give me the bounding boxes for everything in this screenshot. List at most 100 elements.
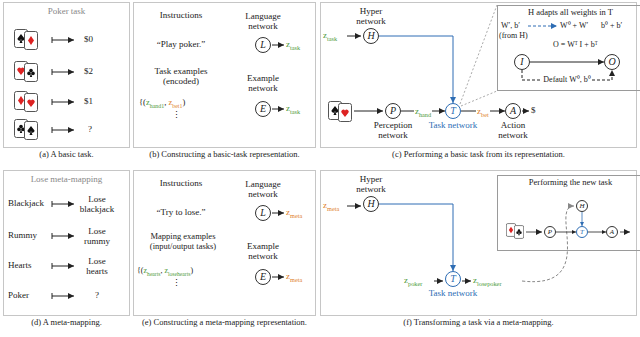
connector (588, 232, 606, 233)
feedback-arrow (522, 206, 574, 282)
mapsto-arrow (52, 127, 74, 133)
text-label: Lose meta-mapping (3, 174, 130, 184)
network-letter: E (256, 102, 270, 116)
text-label: {(zhearts, zlosehearts) (137, 266, 193, 275)
text-label: O = Wᵀ I + bᵀ (553, 40, 598, 49)
text-label: Poker task (3, 6, 130, 16)
connector (556, 232, 576, 233)
network-node: TTask network (445, 103, 461, 119)
input-arrow (347, 206, 361, 207)
mapsto-arrow (52, 69, 74, 75)
text-label: Poker (8, 290, 29, 300)
network-node: T (576, 226, 588, 238)
playing-card (25, 94, 38, 112)
panel-caption: (e) Constructing a meta-mapping represen… (142, 318, 307, 328)
network-name: Hyper network (346, 7, 396, 27)
output-arrow (272, 277, 284, 278)
network-letter: P (545, 227, 555, 237)
inset-box: Performing the new taskHPTA (497, 175, 640, 251)
mapsto-arrow (52, 99, 74, 105)
text-label: $0 (84, 34, 93, 44)
network-letter: T (446, 272, 460, 286)
text-label: (from H) (499, 31, 528, 40)
playing-card (25, 64, 38, 82)
text-label: ztask (286, 103, 300, 113)
output-arrow (522, 111, 529, 112)
text-label: Instructions (137, 178, 225, 188)
input-arrow (347, 36, 361, 37)
weight-arrow (528, 26, 557, 27)
text-label: zmeta (323, 200, 339, 210)
edge-label: zhand (414, 106, 432, 116)
mapsto-arrow (52, 201, 74, 207)
network-letter: T (577, 227, 587, 237)
network-node: Hyper networkH (363, 196, 379, 212)
output-arrow (272, 45, 284, 46)
network-name: Perception network (365, 121, 421, 141)
panel-caption: (d) A meta-mapping. (31, 318, 102, 328)
input-arrow (526, 232, 542, 233)
inset-title: Performing the new task (498, 178, 640, 188)
connector (379, 36, 453, 103)
network-letter: H (364, 197, 378, 211)
text-label: W⁰ + W′ (560, 21, 588, 30)
text-label: Mapping examples (input/output tasks) (135, 232, 231, 252)
playing-card (339, 104, 352, 122)
text-label: “Play poker.” (137, 39, 225, 49)
playing-card (25, 122, 38, 140)
text-label: ztask (286, 39, 300, 49)
network-name: Example network (233, 242, 293, 262)
text-label: Lose rummy (78, 226, 116, 247)
edge-label: zbet (476, 106, 490, 116)
text-label: Lose blackjack (78, 194, 116, 215)
panel-caption: (c) Performing a basic task from its rep… (392, 150, 565, 160)
network-name: Language network (233, 12, 293, 32)
text-label: Task examples (encoded) (137, 66, 225, 87)
network-letter: A (506, 104, 520, 118)
text-label: Lose hearts (78, 256, 116, 277)
network-node: Example networkE (255, 101, 271, 117)
input-arrow (434, 281, 443, 282)
network-node: A (606, 226, 618, 238)
mapsto-arrow (52, 233, 74, 239)
network-letter: E (256, 270, 270, 284)
network-letter: H (364, 29, 378, 43)
output-arrow (272, 109, 284, 110)
network-letter: I (515, 55, 529, 69)
mapsto-arrow (52, 37, 74, 43)
text-label: zpoker (404, 275, 422, 285)
output-arrow (462, 281, 471, 282)
text-label: zlosepoker (473, 275, 501, 285)
connector (582, 212, 583, 226)
panel-frame: (f) Transforming a task via a meta-mappi… (320, 170, 637, 316)
text-label: ztask (323, 30, 337, 40)
inset-title: H adapts all weights in T (498, 8, 640, 18)
text-label: ⋮ (172, 278, 181, 288)
network-node: TTask network (445, 271, 461, 287)
text-label: W′, b′ (501, 21, 520, 30)
network-name: Example network (233, 74, 293, 94)
output-arrow (272, 213, 284, 214)
mapsto-arrow (52, 293, 74, 299)
panel-caption: (a) A basic task. (39, 150, 93, 160)
network-letter: L (256, 206, 270, 220)
panel-caption: (f) Transforming a task via a meta-mappi… (403, 318, 553, 328)
text-label: ⋮ (172, 110, 181, 120)
text-label: {(zhand1, zbet1) (139, 98, 185, 108)
text-label: Blackjack (8, 198, 44, 208)
network-letter: A (607, 227, 617, 237)
text-label: $ (531, 105, 536, 115)
playing-card (514, 226, 523, 239)
network-node: I (514, 54, 530, 70)
text-label: zmeta (286, 271, 302, 281)
network-letter: L (256, 38, 270, 52)
network-name: Hyper network (346, 175, 396, 195)
text-label: Hearts (8, 260, 32, 270)
network-letter: T (446, 104, 460, 118)
playing-card (25, 32, 38, 50)
text-label: $2 (84, 66, 93, 76)
network-node: Language networkL (255, 205, 271, 221)
zoom-line (460, 5, 497, 106)
network-node: PPerception network (385, 103, 401, 119)
